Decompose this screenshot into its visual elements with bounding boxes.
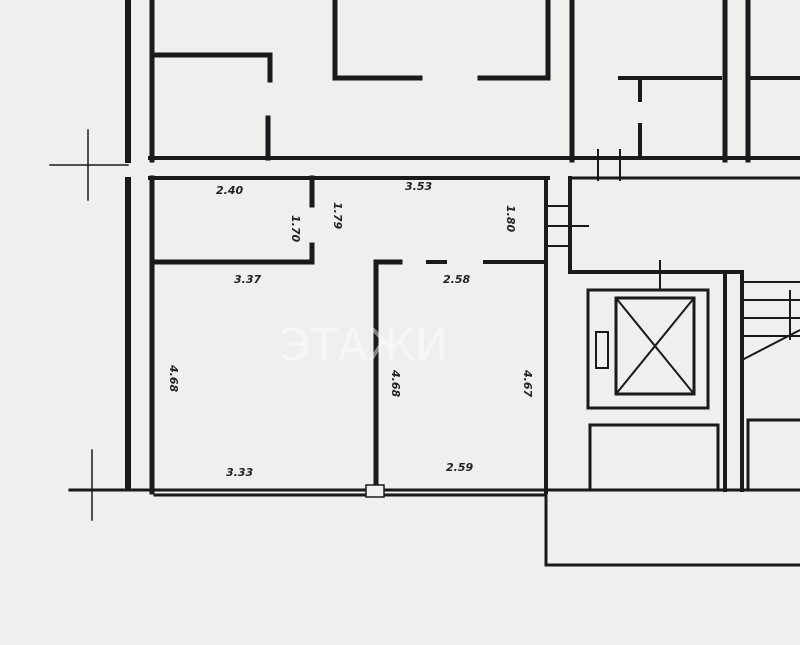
dim-room-right-height-right: 4.67 (521, 369, 534, 397)
dim-room-right-bottom-width: 2.59 (446, 461, 473, 474)
dim-room-right-height-left: 4.68 (389, 369, 402, 397)
dim-corridor-inner-height: 1.70 (289, 215, 302, 242)
dim-room-left-bottom-width: 3.33 (226, 466, 253, 479)
stairs-icon (741, 281, 800, 361)
walls (49, 0, 800, 567)
dimension-labels: 2.40 1.70 1.79 3.53 1.80 3.37 2.58 4.68 … (167, 180, 534, 479)
dim-right-height: 1.80 (504, 205, 517, 232)
watermark-logo: ЭТАЖИ (280, 320, 448, 371)
dim-top-right-width: 3.53 (405, 180, 432, 193)
dim-top-left-width: 2.40 (216, 184, 243, 197)
dim-corridor-height: 1.79 (331, 202, 344, 229)
dim-room-left-height: 4.68 (167, 364, 180, 392)
dim-room-left-top-width: 3.37 (234, 273, 261, 286)
dim-room-right-top-width: 2.58 (443, 273, 470, 286)
elevator-cross-icon (595, 260, 696, 396)
